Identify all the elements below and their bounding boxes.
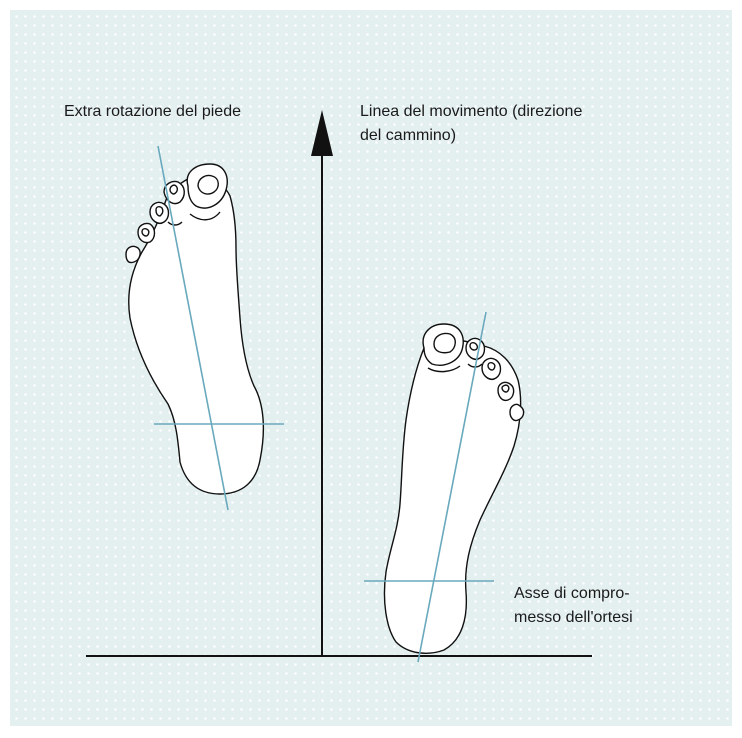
arrow-up-icon [311,110,333,156]
right-foot-icon [384,324,523,653]
extra-rotation-label: Extra rotazione del piede [64,100,241,124]
movement-line-label: Linea del movimento (direzione del cammi… [360,100,660,148]
left-foot-icon [126,164,263,494]
orthosis-axis-label: Asse di compro- messo dell'ortesi [514,582,714,630]
